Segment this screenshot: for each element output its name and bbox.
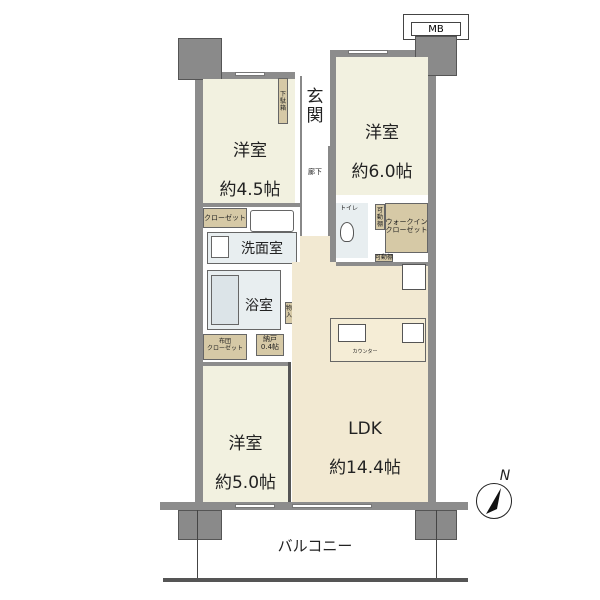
ldk-label: LDK 約14.4帖 xyxy=(329,418,401,478)
entrance-label: 玄関 xyxy=(306,87,324,126)
compass-label: N xyxy=(499,468,511,484)
wall-left xyxy=(195,72,203,512)
column-bottom-left xyxy=(178,510,222,540)
ldk-upper xyxy=(300,236,330,266)
washroom-label: 洗面室 xyxy=(241,241,283,257)
vanity-sink xyxy=(250,210,294,232)
window-room-5-0 xyxy=(235,504,275,508)
movable-shelf-bottom-label: 可動棚 xyxy=(375,254,394,261)
walk-in-closet-label: ウォークイン クローゼット xyxy=(385,218,428,235)
storage-room-label: 納戸 0.4帖 xyxy=(260,335,280,352)
wall-right xyxy=(428,50,436,512)
closet-label: クローゼット xyxy=(204,214,246,222)
western-room-5-0 xyxy=(203,366,288,502)
movable-shelf-top xyxy=(375,204,385,230)
shoe-box-label: 下駄箱 xyxy=(279,91,286,112)
movable-shelf-bottom xyxy=(375,254,393,262)
toilet-label: トイレ xyxy=(339,205,358,212)
balcony-label: バルコニー xyxy=(277,537,353,555)
window-ldk xyxy=(292,504,372,508)
column-top-left xyxy=(178,38,222,80)
walk-in-closet xyxy=(385,203,428,253)
mb-label: MB xyxy=(411,22,461,36)
stove xyxy=(402,323,424,343)
entrance xyxy=(300,76,330,146)
wall-room-6-left xyxy=(330,50,336,200)
western-room-4-5-label: 洋室 約4.5帖 xyxy=(219,140,281,200)
wall-ldk-upper xyxy=(336,262,428,266)
storage-small-label: 物入 xyxy=(285,305,292,319)
ldk xyxy=(292,262,428,502)
western-room-6-0 xyxy=(336,57,428,195)
window-room-6-0 xyxy=(348,50,388,54)
shoe-box xyxy=(278,78,288,124)
movable-shelf-top-label: 可動棚 xyxy=(376,207,383,228)
wall-toilet-left xyxy=(330,200,336,290)
bathroom-label: 浴室 xyxy=(245,298,273,314)
compass-arrow-icon xyxy=(486,488,501,514)
western-room-6-0-label: 洋室 約6.0帖 xyxy=(351,122,413,182)
balcony-rail xyxy=(163,578,468,582)
storage-room xyxy=(256,334,284,356)
washing-machine-pan xyxy=(211,236,229,258)
hallway xyxy=(300,146,330,236)
wall-room-5-top xyxy=(203,362,291,366)
compass-icon xyxy=(476,483,512,519)
closet xyxy=(203,208,247,228)
counter-label: カウンター xyxy=(352,349,378,355)
toilet-bowl xyxy=(340,222,354,242)
western-room-5-0-label: 洋室 約5.0帖 xyxy=(214,433,277,493)
hallway-label: 廊下 xyxy=(308,168,322,176)
window-room-4-5 xyxy=(235,72,265,76)
kitchen-sink xyxy=(338,324,366,342)
partition-wall xyxy=(288,362,291,502)
futon-closet-label: 布団 クローゼット xyxy=(206,338,243,352)
pipe-space xyxy=(402,264,426,290)
wall-mid-left xyxy=(203,203,300,207)
futon-closet xyxy=(203,334,247,360)
balcony xyxy=(197,510,437,580)
bathtub xyxy=(211,275,239,325)
